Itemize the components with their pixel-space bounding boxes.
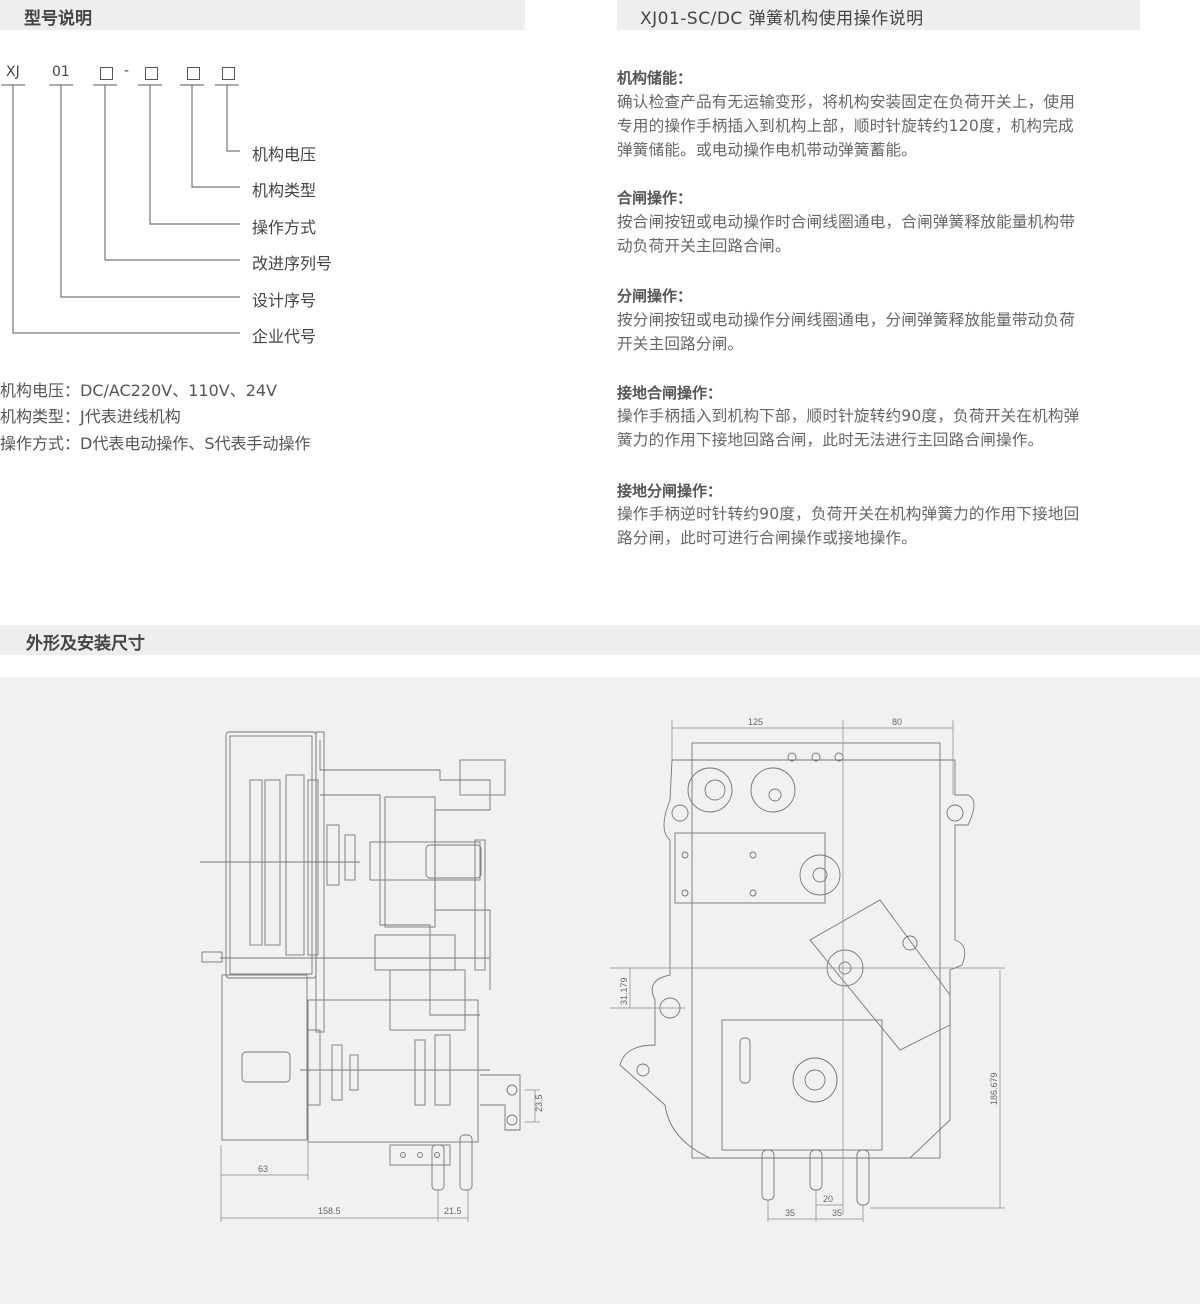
code-label-revision: 改进序列号 (252, 254, 333, 273)
code-dash: - (124, 63, 130, 79)
section-header-dimensions: 外形及安装尺寸 (0, 625, 1200, 655)
dim-35-right: 35 (832, 1208, 842, 1218)
code-box-1 (100, 67, 113, 80)
op-heading-earth-open: 接地分闸操作： (617, 482, 723, 500)
op-text: 按分闸按钮或电动操作分闸线圈通电，分闸弹簧释放能量带动负荷 (617, 311, 1076, 329)
dim-31-179: 31.179 (619, 977, 629, 1005)
dim-80: 80 (892, 717, 902, 727)
section-header-model: 型号说明 (0, 0, 525, 30)
dim-158-5: 158.5 (318, 1206, 341, 1216)
op-text: 专用的操作手柄插入到机构上部，顺时针旋转约120度，机构完成 (617, 117, 1074, 135)
side-view-drawing: 63 158.5 21.5 23.5 (200, 731, 544, 1222)
dim-20: 20 (823, 1194, 833, 1204)
code-label-operation: 操作方式 (252, 218, 317, 237)
spec-operation: 操作方式：D代表电动操作、S代表手动操作 (0, 434, 311, 453)
code-label-company: 企业代号 (252, 327, 317, 346)
op-text: 确认检查产品有无运输变形，将机构安装固定在负荷开关上，使用 (617, 93, 1076, 111)
code-box-2 (145, 67, 158, 80)
op-heading-earth-close: 接地合闸操作： (617, 384, 723, 402)
op-text: 路分闸，此时可进行合闸操作或接地操作。 (617, 529, 918, 547)
op-text: 弹簧储能。或电动操作电机带动弹簧蓄能。 (617, 141, 918, 159)
code-label-voltage: 机构电压 (252, 145, 317, 164)
dim-21-5: 21.5 (444, 1206, 462, 1216)
front-view-drawing: 125 80 31.179 186.679 20 35 35 (610, 717, 1005, 1222)
section-title: 型号说明 (24, 9, 92, 29)
code-xj: XJ (6, 64, 20, 80)
code-box-4 (222, 67, 235, 80)
dim-35-left: 35 (785, 1208, 795, 1218)
op-text: 操作手柄插入到机构下部，顺时针旋转约90度，负荷开关在机构弹 (617, 407, 1080, 425)
op-text: 簧力的作用下接地回路合闸，此时无法进行主回路合闸操作。 (617, 431, 1044, 449)
section-header-usage: XJ01-SC/DC 弹簧机构使用操作说明 (617, 0, 1140, 30)
section-title: 外形及安装尺寸 (26, 634, 145, 654)
op-text: 按合闸按钮或电动操作时合闸线圈通电，合闸弹簧释放能量机构带 (617, 213, 1076, 231)
spec-type: 机构类型：J代表进线机构 (0, 407, 181, 426)
op-text: 操作手柄逆时针转约90度，负荷开关在机构弹簧力的作用下接地回 (617, 505, 1080, 523)
code-box-3 (187, 67, 200, 80)
op-heading-charge: 机构储能： (617, 69, 693, 87)
dim-63: 63 (258, 1164, 268, 1174)
dim-23-5: 23.5 (534, 1094, 544, 1112)
drawing-panel (0, 677, 1200, 1304)
code-label-type: 机构类型 (252, 181, 317, 200)
op-heading-close: 合闸操作： (617, 189, 693, 207)
code-leader-lines (1, 84, 240, 334)
op-heading-open: 分闸操作： (617, 287, 693, 305)
dim-186-679: 186.679 (989, 1072, 999, 1105)
op-text: 动负荷开关主回路合闸。 (617, 237, 791, 255)
dim-125: 125 (748, 717, 763, 727)
code-01: 01 (52, 64, 70, 80)
op-text: 开关主回路分闸。 (617, 335, 744, 353)
spec-voltage: 机构电压：DC/AC220V、110V、24V (0, 381, 277, 400)
section-title: XJ01-SC/DC 弹簧机构使用操作说明 (640, 9, 924, 29)
code-label-design: 设计序号 (252, 291, 317, 310)
